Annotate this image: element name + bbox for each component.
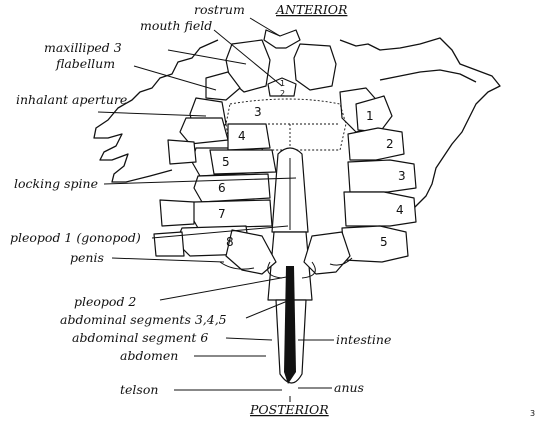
leg-number-4: 4 [396,203,404,217]
inhalant-aperture-label: inhalant aperture [16,92,127,107]
carapace-outline-left [93,39,219,183]
intestine-label: intestine [336,332,391,347]
sternite-plate-upper [225,98,347,151]
pleopod1-label: pleopod 1 (gonopod) [10,230,141,245]
sternite-number-4: 4 [238,129,246,143]
abdomen-label: abdomen [120,348,178,363]
maxilliped-left [225,39,271,93]
sternite-5 [209,149,277,175]
leg-number-1: 1 [366,109,374,123]
leg-base-right-1 [355,95,393,133]
abdominal-segment-6-label: abdominal segment 6 [72,330,208,345]
leg-base-left-3 [193,173,271,203]
leader-maxilliped [167,49,247,65]
leader-pleopod2 [159,275,293,301]
leg-base-right-4 [343,191,417,227]
rostrum-shape [263,29,301,49]
leader-abd-6 [225,337,273,341]
leg-base-left-1 [179,117,229,145]
leg-number-2: 2 [386,137,394,151]
anterior-label: ANTERIOR [275,2,347,17]
pleopod2-label: pleopod 2 [74,294,136,309]
maxilliped-right [293,43,337,91]
gonopod-left [225,229,277,275]
leg-number-5: 5 [380,235,388,249]
flabellum-label: flabellum [55,56,115,71]
pleopod-2-curve [267,261,283,279]
pleopod-2-curve-right [301,261,316,279]
posterior-label: POSTERIOR [249,402,329,417]
mouth-field-shape [267,77,297,97]
leader-flabellum [133,65,217,91]
sternite-number-6: 6 [218,181,226,195]
penis-label: penis [70,250,104,265]
leader-locking-spine [103,177,297,185]
intestine-shape [284,266,296,384]
leg-stub-left-c [153,231,185,257]
leader-penis [111,257,225,263]
carapace-inner-right [379,69,477,83]
gonopod-right [303,231,351,275]
maxilliped-label: maxilliped 3 [44,40,122,55]
inhalant-aperture-label-text: inhalant aperture [16,92,127,107]
telson-label: telson [120,382,158,397]
sternite-number-1: 1 [280,79,285,88]
leader-rostrum [249,17,281,37]
page-mark: 3 [530,409,535,418]
sternite-4 [227,123,271,151]
penis-left [219,261,255,270]
abdominal-segments-345-label: abdominal segments 3,4,5 [60,312,227,327]
sternite-number-3: 3 [254,105,262,119]
leader-mouth-field [213,29,283,87]
sternite-number-8: 8 [226,235,234,249]
leg-base-right-2 [347,127,405,161]
leg-base-left-4 [189,199,273,229]
carapace-outline-right [339,37,501,215]
leader-inhalant-aperture [97,111,207,117]
sternite-number-5: 5 [222,155,230,169]
mouth-field-label: mouth field [140,18,212,33]
leg-base-right-5 [341,225,409,263]
leg-number-3: 3 [398,169,406,183]
sternite-number-2: 2 [280,89,285,98]
anus-label: anus [334,380,364,395]
locking-spine-label: locking spine [14,176,98,191]
leg-base-right-3 [347,159,417,193]
leg-stub-left-b [159,199,195,227]
rostrum-label: rostrum [194,2,245,17]
leader-pleopod1 [151,225,289,239]
leader-abd-345 [245,299,291,319]
leg-stub-left-a [167,139,197,165]
penis-right [329,257,353,266]
sternite-number-7: 7 [218,207,226,221]
flabellum-left [205,71,241,101]
